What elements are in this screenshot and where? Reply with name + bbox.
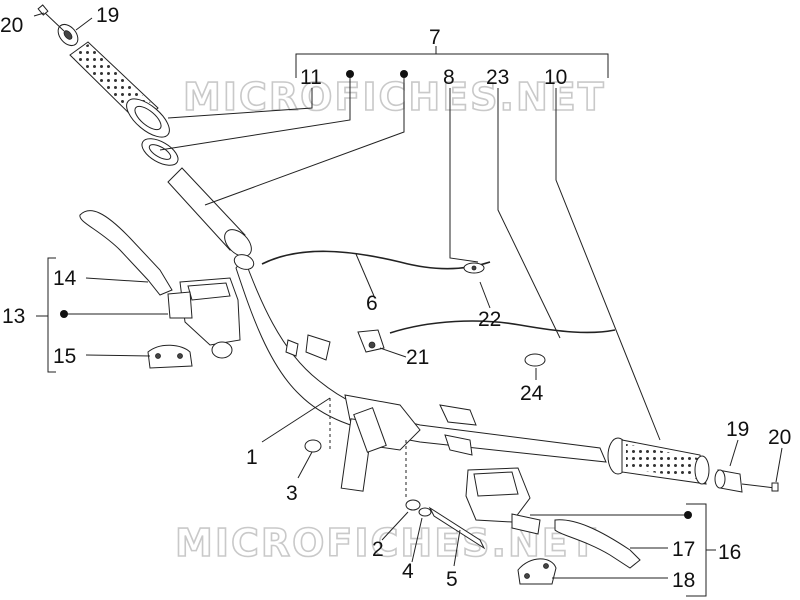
left-end-weight xyxy=(37,4,79,47)
callout-17: 17 xyxy=(672,538,695,561)
callout-dot-11b xyxy=(400,70,408,78)
leader-lines xyxy=(33,12,783,597)
callout-22: 22 xyxy=(478,308,501,331)
left-brake-lever xyxy=(79,210,173,296)
callout-4: 4 xyxy=(402,560,414,583)
callout-2: 2 xyxy=(372,538,384,561)
callout-13: 13 xyxy=(2,305,25,328)
right-brake-lever xyxy=(554,519,641,569)
right-master-cylinder xyxy=(465,467,541,535)
clip-21 xyxy=(357,329,385,353)
callout-19-right: 19 xyxy=(726,418,749,441)
callout-1: 1 xyxy=(246,446,258,469)
callout-dot-11a xyxy=(346,70,354,78)
callout-20-left: 20 xyxy=(0,14,23,37)
callout-8: 8 xyxy=(443,66,455,89)
callout-6: 6 xyxy=(366,292,378,315)
right-grip xyxy=(607,437,710,485)
throttle-tube xyxy=(167,167,252,257)
callout-7: 7 xyxy=(429,26,441,49)
callout-dot-16 xyxy=(684,511,692,519)
callout-15: 15 xyxy=(53,345,76,368)
callout-24: 24 xyxy=(520,382,544,405)
nut-3 xyxy=(304,439,322,453)
left-grip-ring-inner xyxy=(148,144,172,160)
left-grip xyxy=(69,41,170,138)
bolt-5 xyxy=(428,506,486,550)
callout-5: 5 xyxy=(446,568,458,591)
callout-16: 16 xyxy=(718,541,741,564)
callout-23: 23 xyxy=(486,66,509,89)
throttle-cable-23 xyxy=(389,320,616,334)
left-clamp-15 xyxy=(147,344,193,369)
callout-10: 10 xyxy=(544,66,567,89)
callout-3: 3 xyxy=(286,482,298,505)
washer-2 xyxy=(405,499,421,511)
callout-21: 21 xyxy=(406,346,429,369)
washer-4 xyxy=(418,507,432,517)
callout-11: 11 xyxy=(300,66,322,89)
left-master-cylinder xyxy=(167,277,241,359)
callout-20-right: 20 xyxy=(768,426,791,449)
callout-dot-13 xyxy=(60,310,68,318)
callout-19-left: 19 xyxy=(96,4,119,27)
clamp-24 xyxy=(524,353,546,367)
callout-14: 14 xyxy=(53,267,77,290)
clip-22 xyxy=(463,262,485,274)
callout-labels: 20 19 7 11 8 23 10 14 13 15 6 22 21 24 1… xyxy=(0,4,791,592)
handlebar-clamp xyxy=(285,334,477,492)
callout-18: 18 xyxy=(672,569,695,592)
right-end-weight xyxy=(714,469,779,493)
right-clamp-18 xyxy=(517,558,557,585)
throttle-cable-6 xyxy=(261,250,491,270)
